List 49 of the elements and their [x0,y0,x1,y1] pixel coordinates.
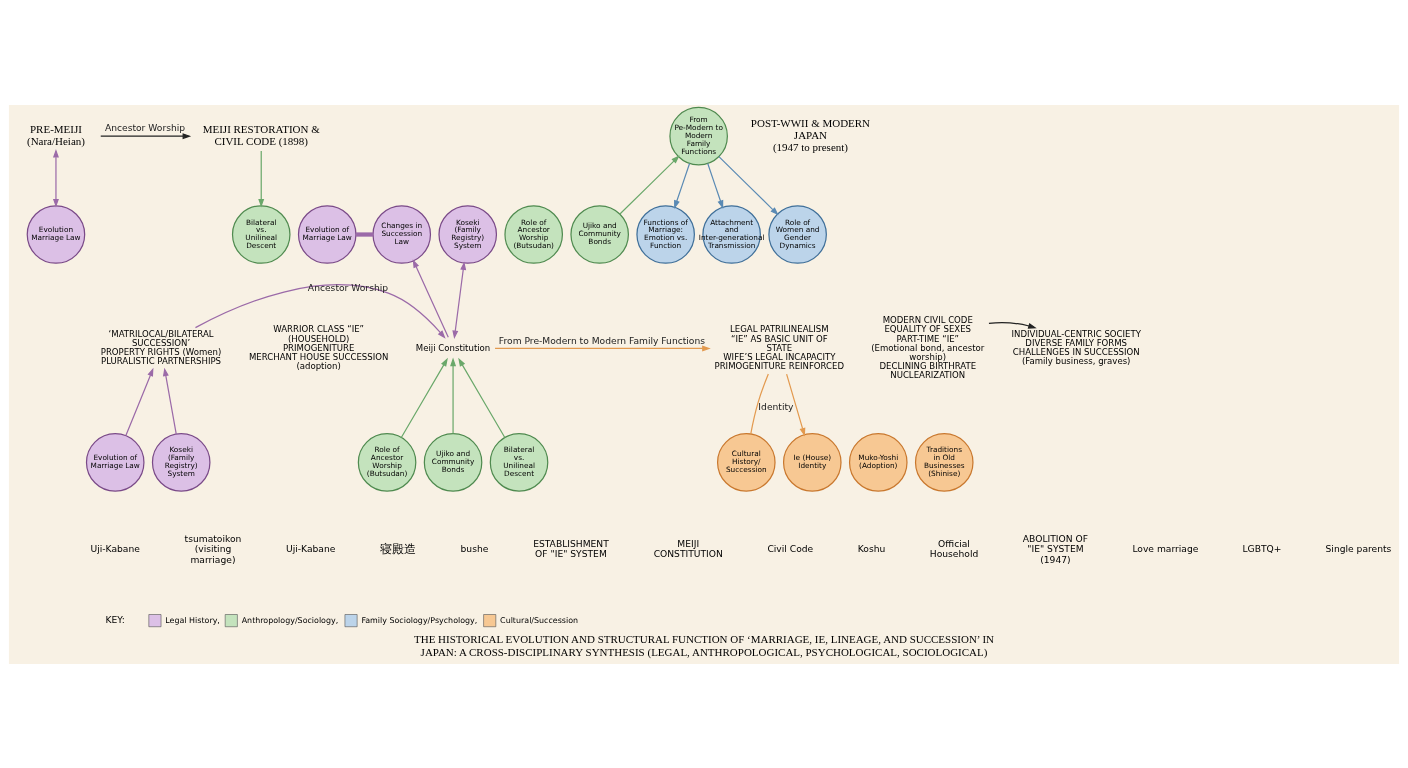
node-text: POST-WWII & MODERN JAPAN (1947 to present) [750,116,871,153]
arrow [400,357,448,438]
label: Single parents [1325,542,1392,554]
label: MEIJI CONSTITUTION [653,537,723,559]
arrow [162,367,177,435]
node-text: ‘MATRILOCAL/BILATERAL SUCCESSION’ PROPERTY RIGHTS (Women) PLURALISTIC PARTNERSHIPS [100,328,222,366]
connector [750,372,769,434]
edge-label: Ancestor Worship [104,121,186,133]
arrow [494,344,711,351]
label: Civil Code [767,542,814,554]
arrow [194,283,446,339]
label: bushe [460,542,489,554]
label: Koshu [857,542,886,554]
edge-label: Ancestor Worship [307,281,389,293]
arrow [718,155,779,215]
node-text: INDIVIDUAL-CENTRIC SOCIETY DIVERSE FAMILY FORMS CHALLENGES IN SUCCESSION (Family business, graves) [1011,328,1141,366]
arrow [100,132,192,139]
arrow [786,372,806,436]
label: Uji-Kabane [90,542,140,554]
connector [356,231,373,237]
node-text: MODERN CIVIL CODE EQUALITY OF SEXES PART-TIME “IE” (Emotional bond, ancestor worship) DECLINING BIRTHRATE NUCLEARIZATION [871,314,985,380]
node-text: Meiji Constitution [415,342,491,353]
label: ESTABLISHMENT OF "IE" SYSTEM [533,537,609,559]
arrow [52,148,59,208]
label: Love marriage [1132,542,1199,554]
label: LGBTQ+ [1242,542,1282,554]
label: 寝殿造 [380,541,417,556]
label: tsumatoikon (visiting marriage) [184,532,242,565]
label: Official Household [929,537,979,559]
node-text: MEIJI RESTORATION & CIVIL CODE (1898) [202,122,320,147]
arrow [412,258,449,338]
edge-label: Identity [758,400,794,412]
node-text: LEGAL PATRILINEALISM “IE” AS BASIC UNIT OF STATE WIFE’S LEGAL INCAPACITY PRIMOGENITURE REINFORCED [714,323,845,371]
arrow [619,154,680,215]
arrow [258,149,265,208]
diagram-title: THE HISTORICAL EVOLUTION AND STRUCTURAL FUNCTION OF ‘MARRIAGE, IE, LINEAGE, AND SUCCESSION’ IN JAPAN: A CROSS-DISCIPLINARY SYNTHESIS (LEGAL, ANTHROPOLOGICAL, PSYCHOLOGICAL, SOCIOLOGICAL) [413,632,995,658]
arrow [707,162,724,209]
arrow [674,162,691,209]
label: ABOLITION OF "IE" SYSTEM (1947) [1022,532,1089,565]
node-text: PRE-MEIJI (Nara/Heian) [26,122,85,147]
label: KEY: [105,613,125,625]
edge-label: From Pre-Modern to Modern Family Functions [498,334,706,346]
arrow [450,357,457,434]
arrow [125,367,154,436]
arrow [458,357,506,438]
label: Uji-Kabane [286,542,336,554]
arrow [988,321,1037,329]
node-text: WARRIOR CLASS “IE” (HOUSEHOLD) PRIMOGENITURE MERCHANT HOUSE SUCCESSION (adoption) [248,323,389,371]
arrow [452,260,467,339]
